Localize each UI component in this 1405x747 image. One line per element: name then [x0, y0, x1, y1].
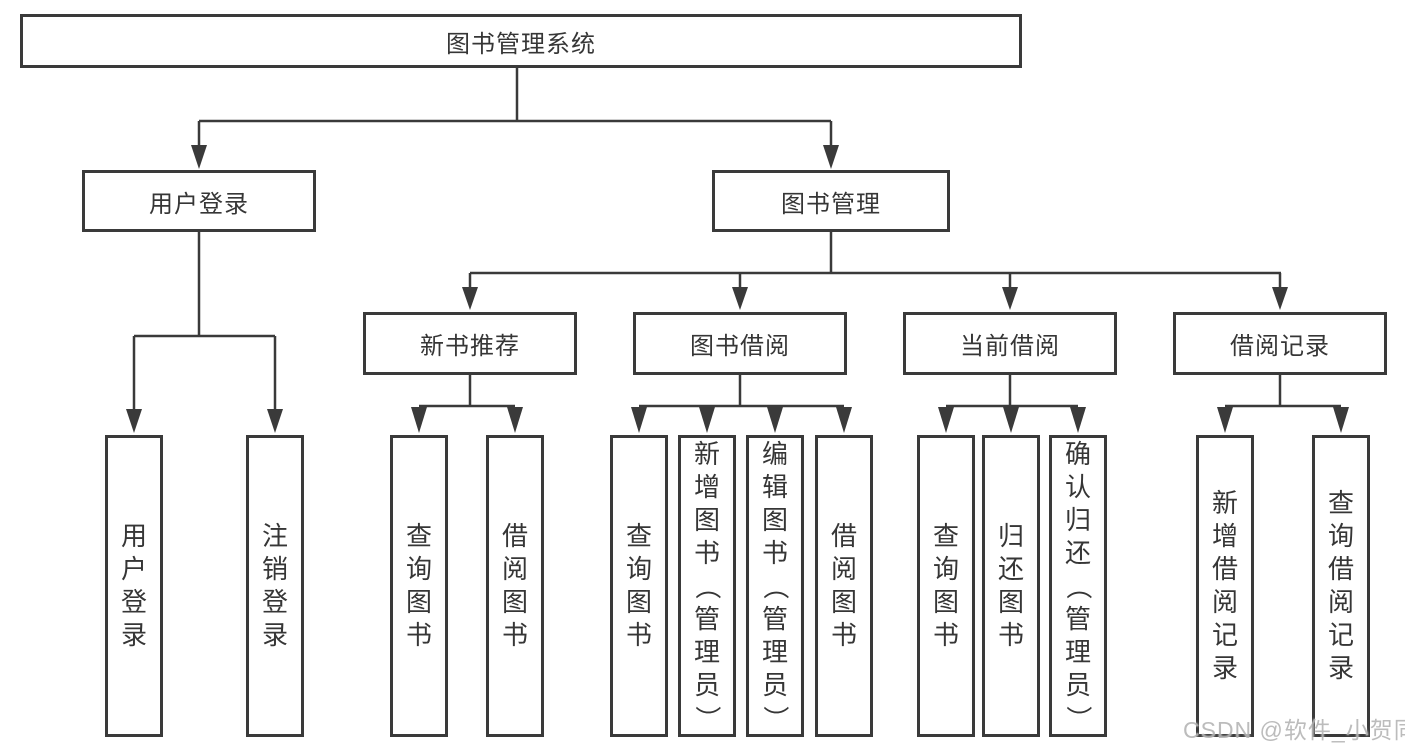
leaf-current-query-book: 查询图书 — [917, 435, 975, 737]
node-book-management: 图书管理 — [712, 170, 950, 232]
node-user-login: 用户登录 — [82, 170, 316, 232]
node-book-borrow-label: 图书借阅 — [690, 333, 790, 360]
node-borrow-records: 借阅记录 — [1173, 312, 1387, 375]
node-borrow-records-label: 借阅记录 — [1230, 333, 1330, 360]
node-book-management-label: 图书管理 — [781, 190, 881, 218]
leaf-newbook-query-book: 查询图书 — [390, 435, 448, 737]
node-current-borrow-label: 当前借阅 — [960, 333, 1060, 360]
node-book-borrow: 图书借阅 — [633, 312, 847, 375]
leaf-records-add-record: 新增借阅记录 — [1196, 435, 1254, 737]
node-current-borrow: 当前借阅 — [903, 312, 1117, 375]
leaf-records-query-record: 查询借阅记录 — [1312, 435, 1370, 737]
connector-new-book-children — [411, 375, 523, 433]
leaf-current-confirm-return-admin: 确认归还（管理员） — [1049, 435, 1107, 737]
connector-root-to-level2 — [191, 68, 839, 169]
leaf-user-login: 用户登录 — [105, 435, 163, 737]
leaf-borrow-borrow-book: 借阅图书 — [815, 435, 873, 737]
leaf-borrow-edit-book-admin: 编辑图书（管理员） — [746, 435, 804, 737]
connector-borrow-records-children — [1217, 375, 1349, 433]
connector-book-borrow-children — [631, 375, 852, 433]
csdn-watermark: CSDN @软件_小贺同学 — [1183, 717, 1405, 743]
leaf-logout: 注销登录 — [246, 435, 304, 737]
node-new-book-recommend-label: 新书推荐 — [420, 333, 520, 360]
connector-current-borrow-children — [938, 375, 1086, 433]
node-user-login-label: 用户登录 — [149, 190, 249, 218]
node-root-library-system: 图书管理系统 — [20, 14, 1022, 68]
connector-user-login-children — [126, 232, 283, 433]
connector-book-mgmt-to-level3 — [462, 232, 1288, 310]
node-new-book-recommend: 新书推荐 — [363, 312, 577, 375]
leaf-borrow-query-book: 查询图书 — [610, 435, 668, 737]
leaf-current-return-book: 归还图书 — [982, 435, 1040, 737]
node-root-label: 图书管理系统 — [446, 30, 596, 58]
leaf-newbook-borrow-book: 借阅图书 — [486, 435, 544, 737]
leaf-borrow-add-book-admin: 新增图书（管理员） — [678, 435, 736, 737]
